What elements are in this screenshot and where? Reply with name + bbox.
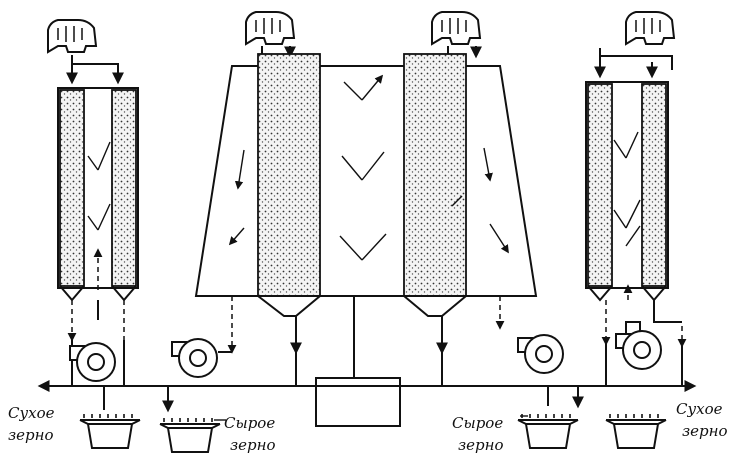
central-dryer-housing xyxy=(194,65,538,297)
bin-left-dry-icon xyxy=(79,413,141,449)
left-grain-column-b xyxy=(111,89,137,287)
right-column-dryer xyxy=(585,11,687,386)
right-wet-grain-label-1: Сырое xyxy=(452,414,503,432)
right-dry-grain-label-1: Сухое xyxy=(676,400,723,418)
left-feed-duct xyxy=(71,55,119,78)
central-grain-column-left xyxy=(257,53,321,297)
left-grain-column-a xyxy=(59,89,85,287)
right-burner-icon xyxy=(625,11,675,45)
right-grain-column-b xyxy=(641,83,667,287)
central-fan-right-icon xyxy=(517,334,564,374)
central-dryer xyxy=(171,11,564,427)
central-airflow-arrow xyxy=(234,149,245,190)
bin-right-wet-icon xyxy=(517,413,579,449)
right-feed-duct xyxy=(599,48,673,70)
left-burner-icon xyxy=(47,19,97,53)
bin-left-wet-icon xyxy=(159,417,221,453)
bin-right-dry-icon xyxy=(605,413,667,449)
central-fan-left-icon xyxy=(171,338,218,378)
left-dry-grain-label-2: зерно xyxy=(8,426,54,444)
left-dry-grain-label-1: Сухое xyxy=(8,404,55,422)
right-grain-column-a xyxy=(587,83,613,287)
left-wet-grain-label-1: Сырое xyxy=(224,414,275,432)
central-burner-left-icon xyxy=(245,11,295,45)
left-column-dryer xyxy=(47,19,139,386)
collector-conveyor xyxy=(37,380,697,453)
right-fan-icon xyxy=(615,330,662,370)
left-fan-icon xyxy=(69,342,116,382)
right-airflow-arrow xyxy=(613,131,639,159)
right-wet-grain-label-2: зерно xyxy=(458,436,504,454)
central-grain-column-right xyxy=(403,53,467,297)
right-dry-grain-label-2: зерно xyxy=(682,422,728,440)
left-airflow-arrow xyxy=(87,141,111,171)
central-burner-right-icon xyxy=(431,11,481,45)
left-wet-grain-label-2: зерно xyxy=(230,436,276,454)
